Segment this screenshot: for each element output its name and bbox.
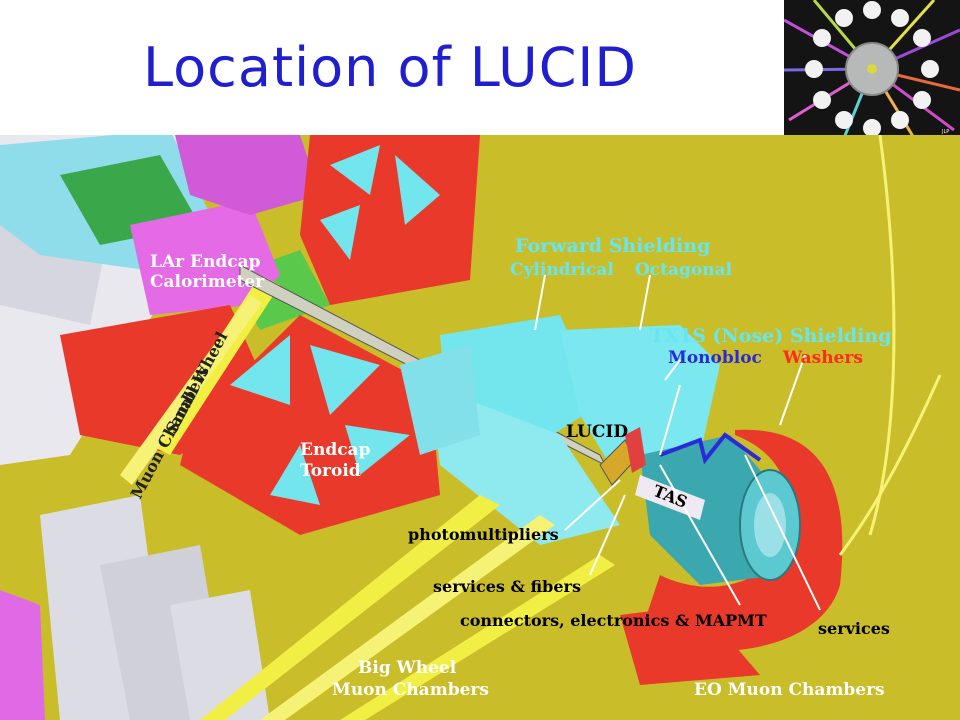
label-washers: Washers [782, 348, 863, 368]
label-eo-muon: EO Muon Chambers [694, 680, 885, 700]
big-wheel-rail-2 [260, 515, 555, 720]
logo-holes [805, 1, 939, 137]
toroid-slot-3 [345, 425, 410, 475]
label-tx1s: TX1S (Nose) Shielding [650, 325, 892, 347]
label-monobloc: Monobloc [668, 348, 762, 368]
title-bar: Location of LUCID [0, 0, 784, 135]
shielding-block [400, 345, 480, 455]
small-wheel-2 [120, 295, 262, 485]
lucid-detector-2 [625, 427, 646, 473]
label-forward-shielding: Forward Shielding [515, 235, 710, 257]
toroid-top-slot-3 [320, 205, 360, 260]
curve-line-2 [838, 374, 942, 556]
tas-end-inner [754, 493, 786, 557]
toroid-slot-4 [270, 445, 320, 505]
label-services: services [818, 619, 890, 638]
label-big-wheel: Big Wheel [358, 658, 457, 678]
event-display-logo: JLP [784, 0, 960, 138]
tas-label-bar [635, 475, 705, 520]
label-endcap: Endcap [300, 440, 371, 460]
label-lucid: LUCID [566, 422, 628, 442]
label-calorimeter: Calorimeter [150, 272, 265, 292]
label-toroid: Toroid [300, 461, 361, 481]
washers-zigzag [659, 432, 762, 465]
label-cylindrical: Cylindrical [510, 260, 614, 280]
eo-muon-red [620, 605, 760, 685]
label-connectors: connectors, electronics & MAPMT [460, 611, 767, 630]
calorimeter-top [175, 135, 320, 215]
label-octagonal: Octagonal [635, 260, 733, 280]
big-wheel-rail-3 [340, 555, 615, 720]
label-lar-endcap: LAr Endcap [150, 252, 261, 272]
slide-title: Location of LUCID [143, 36, 637, 99]
toroid-top-slot-2 [395, 155, 440, 225]
atlas-forward-region-diagram: LAr Endcap Calorimeter Forward Shielding… [0, 135, 960, 720]
toroid-slot-2 [310, 345, 380, 415]
pink-lower-left [0, 590, 45, 720]
label-photomultipliers: photomultipliers [408, 525, 559, 544]
label-big-wheel-muon: Muon Chambers [332, 680, 489, 700]
pointer-lines [534, 274, 821, 611]
label-services-fibers: services & fibers [433, 577, 581, 596]
toroid-top-slot-1 [330, 145, 380, 195]
logo-caption: JLP [941, 129, 949, 135]
lar-calorimeter [130, 200, 280, 315]
toroid-slot-1 [230, 335, 290, 405]
endcap-toroid-top [300, 135, 480, 305]
big-wheel-rail [200, 495, 500, 720]
